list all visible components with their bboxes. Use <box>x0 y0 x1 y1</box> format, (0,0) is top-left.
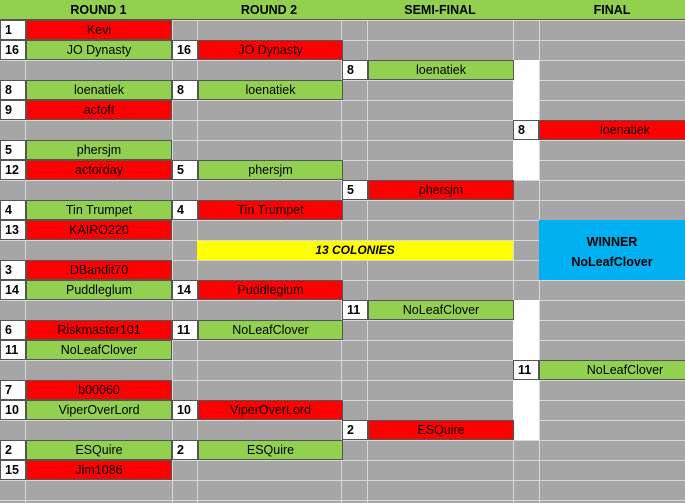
round1-player-name[interactable]: Jim1086 <box>26 460 172 480</box>
round1-player-name[interactable]: Riskmaster101 <box>26 320 172 340</box>
gridline-h <box>0 20 685 21</box>
round2-player-name[interactable]: NoLeafClover <box>198 320 343 340</box>
gridline-h <box>0 480 685 481</box>
round1-seed: 4 <box>0 200 26 220</box>
header-semifinal: SEMI-FINAL <box>341 0 539 20</box>
round2-player-name[interactable]: Tin Trumpet <box>198 200 343 220</box>
round1-player-name[interactable]: b00060 <box>26 380 172 400</box>
round1-seed: 2 <box>0 440 26 460</box>
round1-player-name[interactable]: loenatiek <box>26 80 172 100</box>
round1-seed: 6 <box>0 320 26 340</box>
header-final: FINAL <box>539 0 685 20</box>
gridline-h <box>0 360 685 361</box>
round1-player-name[interactable]: Puddleglum <box>26 280 172 300</box>
gridline-h <box>0 500 685 501</box>
round1-seed: 14 <box>0 280 26 300</box>
round2-seed: 5 <box>172 160 198 180</box>
round2-player-name[interactable]: ViperOverLord <box>198 400 343 420</box>
final-seed: 8 <box>513 120 539 140</box>
round2-seed: 16 <box>172 40 198 60</box>
round2-seed: 11 <box>172 320 198 340</box>
round1-seed: 8 <box>0 80 26 100</box>
round1-seed: 15 <box>0 460 26 480</box>
round1-player-name[interactable]: JO Dynasty <box>26 40 172 60</box>
round1-player-name[interactable]: DBandit70 <box>26 260 172 280</box>
round1-seed: 1 <box>0 20 26 40</box>
gridline-h <box>0 100 685 101</box>
final-player-name[interactable]: NoLeafClover <box>539 360 685 380</box>
round2-seed: 8 <box>172 80 198 100</box>
round1-seed: 10 <box>0 400 26 420</box>
round1-seed: 12 <box>0 160 26 180</box>
round1-seed: 5 <box>0 140 26 160</box>
gridline-v <box>513 0 514 503</box>
round2-seed: 4 <box>172 200 198 220</box>
round1-player-name[interactable]: NoLeafClover <box>26 340 172 360</box>
round1-player-name[interactable]: actoft <box>26 100 172 120</box>
header-round1: ROUND 1 <box>0 0 197 20</box>
round1-seed: 11 <box>0 340 26 360</box>
round1-player-name[interactable]: phersjm <box>26 140 172 160</box>
winner-label: WINNER <box>586 235 638 249</box>
gridline-h <box>0 220 685 221</box>
semifinal-seed: 2 <box>342 420 368 440</box>
round2-seed: 10 <box>172 400 198 420</box>
round2-player-name[interactable]: loenatiek <box>198 80 343 100</box>
gridline-h <box>0 120 685 121</box>
gridline-v <box>172 0 173 503</box>
gridline-h <box>0 460 685 461</box>
header-round2: ROUND 2 <box>197 0 341 20</box>
round1-player-name[interactable]: Kevi <box>26 20 172 40</box>
semifinal-seed: 8 <box>342 60 368 80</box>
winner-box: WINNER NoLeafClover <box>539 220 685 280</box>
round1-seed: 16 <box>0 40 26 60</box>
round1-seed: 9 <box>0 100 26 120</box>
round1-player-name[interactable]: Tin Trumpet <box>26 200 172 220</box>
round2-seed: 2 <box>172 440 198 460</box>
round2-player-name[interactable]: Puddleglum <box>198 280 343 300</box>
semifinal-seed: 5 <box>342 180 368 200</box>
round2-seed: 14 <box>172 280 198 300</box>
gridline-h <box>0 380 685 381</box>
round1-player-name[interactable]: ViperOverLord <box>26 400 172 420</box>
round1-player-name[interactable]: actorday <box>26 160 172 180</box>
semifinal-player-name[interactable]: ESQuire <box>368 420 514 440</box>
gridline-h <box>0 340 685 341</box>
round2-player-name[interactable]: ESQuire <box>198 440 343 460</box>
final-seed: 11 <box>513 360 539 380</box>
round2-player-name[interactable]: JO Dynasty <box>198 40 343 60</box>
round1-seed: 3 <box>0 260 26 280</box>
final-player-name[interactable]: loenatiek <box>539 120 685 140</box>
round1-seed: 7 <box>0 380 26 400</box>
semifinal-player-name[interactable]: phersjm <box>368 180 514 200</box>
round1-seed: 13 <box>0 220 26 240</box>
semifinal-seed: 11 <box>342 300 368 320</box>
gridline-h <box>0 240 685 241</box>
round1-player-name[interactable]: ESQuire <box>26 440 172 460</box>
gridline-h <box>0 260 685 261</box>
gridline-v <box>25 0 26 503</box>
round2-player-name[interactable]: phersjm <box>198 160 343 180</box>
winner-name: NoLeafClover <box>571 255 653 269</box>
semifinal-player-name[interactable]: loenatiek <box>368 60 514 80</box>
gridline-h <box>0 140 685 141</box>
semifinal-player-name[interactable]: NoLeafClover <box>368 300 514 320</box>
bracket-banner: 13 COLONIES <box>197 241 513 260</box>
round1-player-name[interactable]: KAIRO220 <box>26 220 172 240</box>
